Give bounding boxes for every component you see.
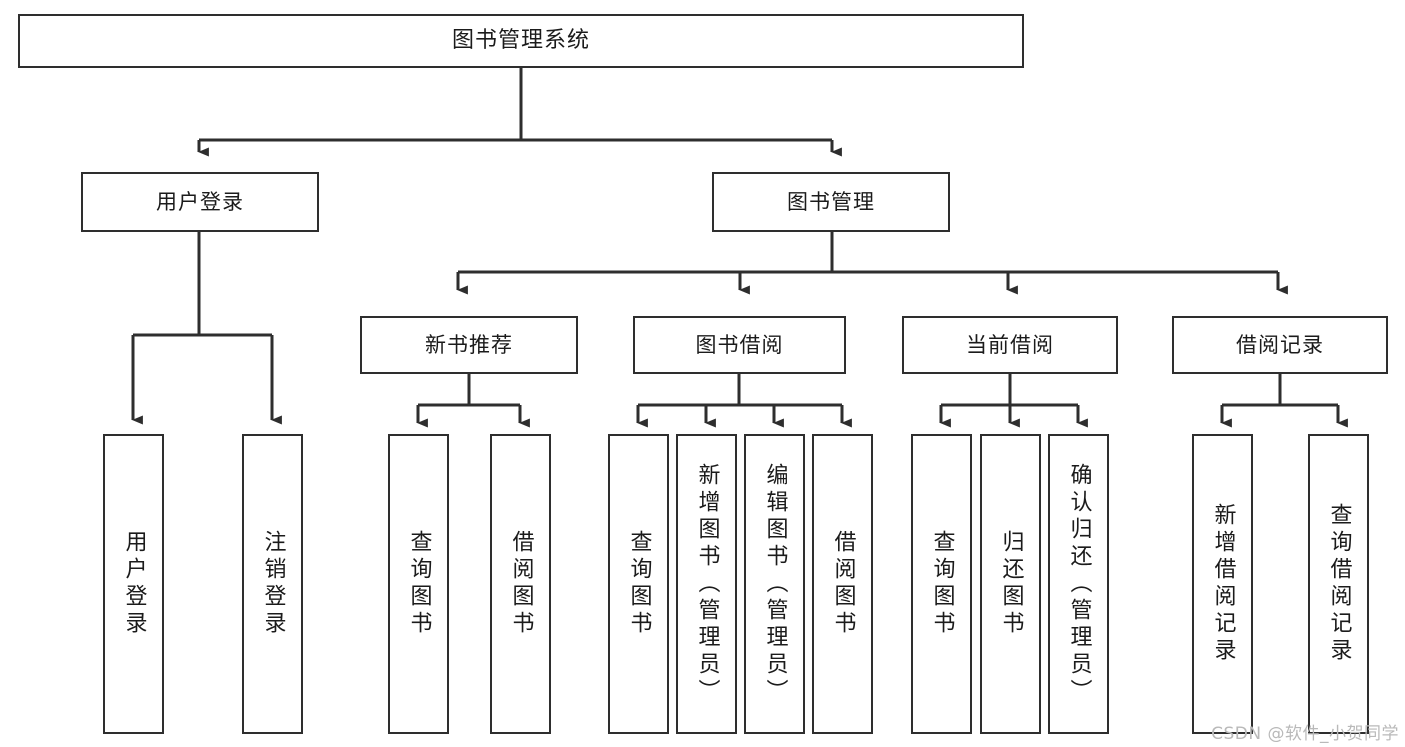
node-label: 借阅图书 [830, 530, 856, 638]
node-label: 新增借阅记录 [1210, 503, 1236, 665]
node-label: 用户登录 [156, 189, 244, 214]
node-label: 图书管理 [787, 189, 875, 214]
watermark: CSDN @软件_小贺同学 [1211, 724, 1399, 744]
node-leaf-logout[interactable]: 注销登录 [242, 434, 303, 734]
node-book-borrow[interactable]: 图书借阅 [633, 316, 846, 374]
node-leaf-borrow-book[interactable]: 借阅图书 [812, 434, 873, 734]
node-leaf-add-borrow-record[interactable]: 新增借阅记录 [1192, 434, 1253, 734]
node-leaf-confirm-return-admin[interactable]: 确认归还（管理员） [1048, 434, 1109, 734]
node-label: 查询图书 [626, 530, 652, 638]
node-borrow-record[interactable]: 借阅记录 [1172, 316, 1388, 374]
node-leaf-user-login[interactable]: 用户登录 [103, 434, 164, 734]
node-label: 确认归还（管理员） [1066, 462, 1092, 706]
node-leaf-query-borrow-record[interactable]: 查询借阅记录 [1308, 434, 1369, 734]
node-label: 用户登录 [121, 530, 147, 638]
node-leaf-query-book-borrow[interactable]: 查询图书 [608, 434, 669, 734]
node-leaf-query-book-newbook[interactable]: 查询图书 [388, 434, 449, 734]
node-leaf-return-book[interactable]: 归还图书 [980, 434, 1041, 734]
node-label: 查询图书 [929, 530, 955, 638]
node-label: 查询图书 [406, 530, 432, 638]
node-label: 借阅记录 [1236, 332, 1324, 357]
node-label: 当前借阅 [966, 332, 1054, 357]
node-leaf-query-book-current[interactable]: 查询图书 [911, 434, 972, 734]
node-label: 查询借阅记录 [1326, 503, 1352, 665]
node-label: 图书管理系统 [451, 28, 590, 54]
node-label: 编辑图书（管理员） [762, 462, 788, 706]
node-label: 归还图书 [998, 530, 1024, 638]
node-new-book-recommend[interactable]: 新书推荐 [360, 316, 578, 374]
node-label: 借阅图书 [508, 530, 534, 638]
node-leaf-borrow-book-newbook[interactable]: 借阅图书 [490, 434, 551, 734]
node-label: 新书推荐 [425, 332, 513, 357]
node-current-borrow[interactable]: 当前借阅 [902, 316, 1118, 374]
node-root-book-management-system[interactable]: 图书管理系统 [18, 14, 1024, 68]
node-label: 新增图书（管理员） [694, 462, 720, 706]
node-label: 图书借阅 [695, 332, 784, 357]
node-book-management[interactable]: 图书管理 [712, 172, 950, 232]
node-label: 注销登录 [260, 530, 286, 638]
node-user-login[interactable]: 用户登录 [81, 172, 319, 232]
node-leaf-add-book-admin[interactable]: 新增图书（管理员） [676, 434, 737, 734]
node-leaf-edit-book-admin[interactable]: 编辑图书（管理员） [744, 434, 805, 734]
